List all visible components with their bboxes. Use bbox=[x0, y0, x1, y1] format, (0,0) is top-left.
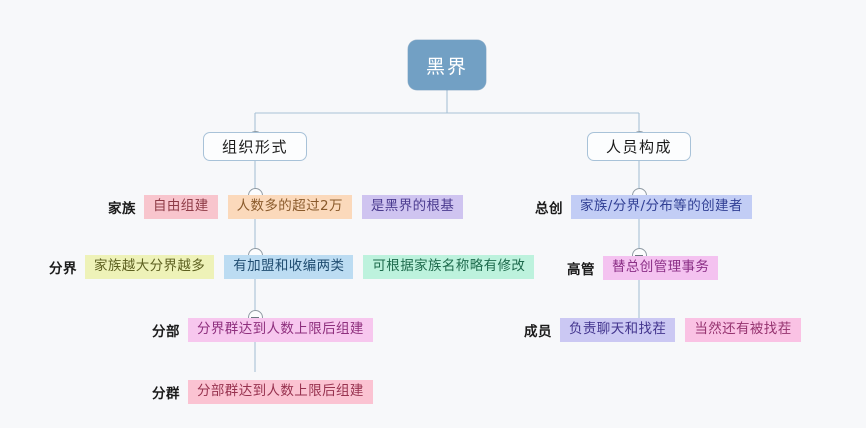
tag-mingchengxiugai[interactable]: 可根据家族名称略有修改 bbox=[363, 255, 535, 279]
tag-guanlishiwu[interactable]: 替总创管理事务 bbox=[603, 256, 719, 280]
row-label-fenqun: 分群 bbox=[152, 385, 180, 402]
tag-ziyouzujian[interactable]: 自由组建 bbox=[144, 195, 218, 219]
row-label-fenbu: 分部 bbox=[152, 323, 180, 340]
tag-fenjiequn-shangxian[interactable]: 分界群达到人数上限后组建 bbox=[188, 318, 373, 342]
tag-jiameng-shoubian[interactable]: 有加盟和收编两类 bbox=[224, 255, 354, 279]
mindmap-row-chengyuan: 成员 负责聊天和找茬 当然还有被找茬 bbox=[524, 318, 801, 342]
mindmap-row-fenjie: 分界 家族越大分界越多 有加盟和收编两类 可根据家族名称略有修改 bbox=[49, 255, 535, 279]
tag-chuangjianzhe[interactable]: 家族/分界/分布等的创建者 bbox=[571, 195, 752, 219]
row-label-fenjie: 分界 bbox=[49, 260, 77, 277]
mindmap-row-gaoguan: 高管 替总创管理事务 bbox=[567, 256, 719, 280]
row-label-zongchuang: 总创 bbox=[535, 200, 563, 217]
tag-jiazuyuedafenjieyueduo[interactable]: 家族越大分界越多 bbox=[85, 255, 215, 279]
mindmap-row-jiazu: 家族 自由组建 人数多的超过2万 是黑界的根基 bbox=[108, 195, 464, 219]
mindmap-row-fenqun: 分群 分部群达到人数上限后组建 bbox=[152, 380, 373, 404]
tag-liaotianzhaocha[interactable]: 负责聊天和找茬 bbox=[560, 318, 676, 342]
mindmap-row-fenbu: 分部 分界群达到人数上限后组建 bbox=[152, 318, 373, 342]
branch-node-organization[interactable]: 组织形式 bbox=[203, 132, 307, 161]
root-node-heijie[interactable]: 黑界 bbox=[408, 40, 486, 90]
branch-node-personnel[interactable]: 人员构成 bbox=[587, 132, 691, 161]
tag-beizhaocha[interactable]: 当然还有被找茬 bbox=[685, 318, 801, 342]
row-label-chengyuan: 成员 bbox=[524, 323, 552, 340]
row-label-gaoguan: 高管 bbox=[567, 261, 595, 278]
tag-genji[interactable]: 是黑界的根基 bbox=[361, 195, 464, 219]
tag-fenbuqun-shangxian[interactable]: 分部群达到人数上限后组建 bbox=[188, 380, 373, 404]
tag-renshuduo[interactable]: 人数多的超过2万 bbox=[227, 195, 352, 219]
mindmap-row-zongchuang: 总创 家族/分界/分布等的创建者 bbox=[535, 195, 752, 219]
row-label-jiazu: 家族 bbox=[108, 200, 136, 217]
